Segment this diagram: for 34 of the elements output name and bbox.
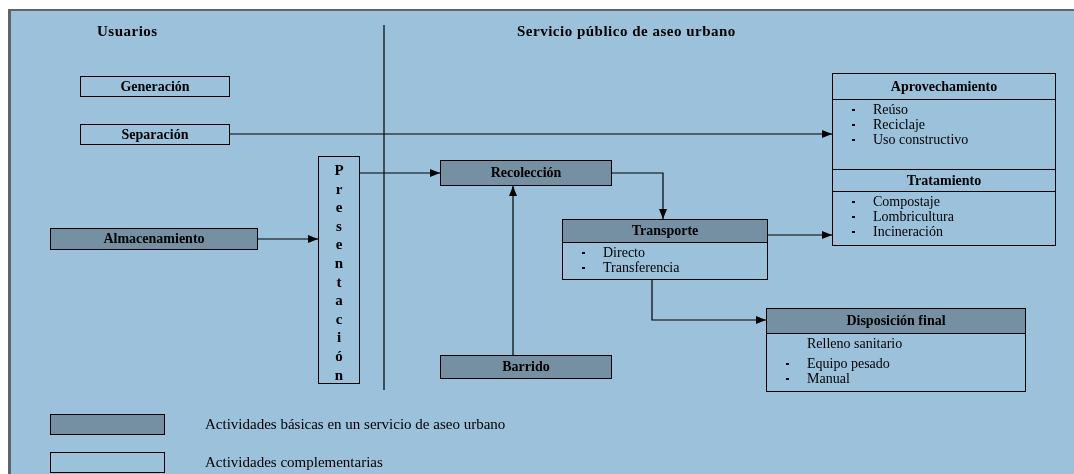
process-box: Generación (80, 76, 230, 97)
list-item: Uso constructivo (873, 132, 969, 147)
list-item: Relleno sanitario (807, 336, 903, 351)
list-item: Reúso (873, 102, 908, 117)
arrow (767, 231, 833, 239)
box-header: Disposición final (767, 309, 1025, 334)
list-item: Manual (807, 371, 850, 386)
process-box: Recolección (440, 160, 612, 186)
list-item: Lombricultura (873, 209, 954, 224)
box-header: Transporte (563, 220, 767, 243)
column-heading: Servicio público de aseo urbano (517, 22, 736, 41)
list-item: Directo (603, 245, 645, 260)
process-box (766, 308, 1026, 392)
list-item: Equipo pesado (807, 356, 890, 371)
legend-text: Actividades complementarias (205, 453, 383, 472)
arrow (229, 130, 833, 138)
vertical-process-box: Presentación (318, 156, 360, 384)
process-box (832, 169, 1056, 246)
process-box (832, 73, 1056, 170)
process-box: Separación (80, 124, 230, 145)
list-item: Compostaje (873, 194, 940, 209)
arrow (509, 185, 517, 356)
process-box: Almacenamiento (50, 228, 258, 250)
arrow (611, 172, 667, 220)
process-box: Barrido (440, 355, 612, 379)
arrow (651, 279, 767, 324)
arrow (257, 235, 319, 243)
list-item: Reciclaje (873, 117, 926, 132)
list-item: Incineración (873, 224, 943, 239)
list-item: Transferencia (603, 260, 680, 275)
arrow (359, 169, 441, 177)
legend-text: Actividades básicas en un servicio de aseo urbano (205, 415, 506, 434)
column-heading: Usuarios (97, 22, 158, 41)
process-box (562, 219, 768, 280)
